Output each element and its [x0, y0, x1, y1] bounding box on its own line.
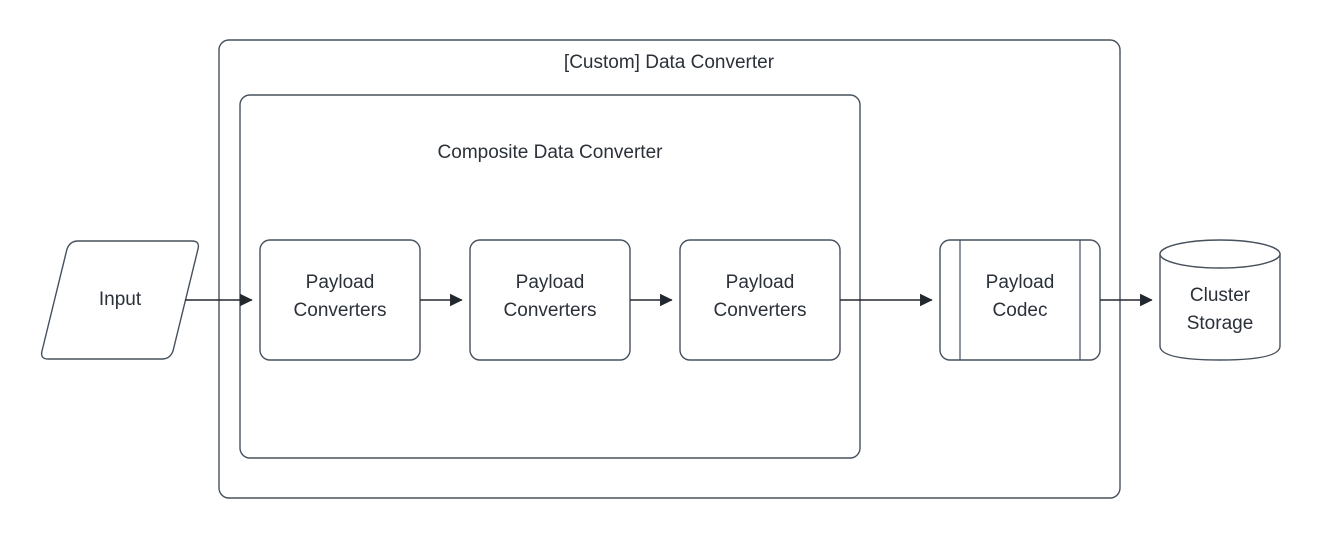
node-payload-converters-3[interactable]: Payload Converters	[679, 239, 841, 361]
payload-converters-3-label-line2: Converters	[714, 300, 807, 321]
container-composite-data-converter[interactable]: Composite Data Converter	[239, 94, 861, 459]
node-cluster-storage[interactable]: Cluster Storage	[1159, 239, 1281, 361]
input-shape	[40, 240, 200, 360]
payload-codec-label-line1: Payload	[986, 272, 1055, 293]
container-custom-data-converter[interactable]: [Custom] Data Converter	[218, 39, 1121, 499]
cluster-storage-label-line1: Cluster	[1190, 285, 1251, 306]
input-label: Input	[99, 289, 142, 310]
node-input[interactable]: Input	[40, 240, 200, 360]
payload-converters-2-label-line1: Payload	[516, 272, 585, 293]
payload-converters-2-label-line2: Converters	[504, 300, 597, 321]
custom-data-converter-border	[218, 39, 1121, 499]
payload-converters-3-label-line1: Payload	[726, 272, 795, 293]
cluster-storage-label-line2: Storage	[1187, 313, 1254, 334]
payload-converters-1-label-line1: Payload	[306, 272, 375, 293]
node-payload-converters-1[interactable]: Payload Converters	[259, 239, 421, 361]
composite-data-converter-border	[239, 94, 861, 459]
node-payload-converters-2[interactable]: Payload Converters	[469, 239, 631, 361]
payload-converters-1-label-line2: Converters	[294, 300, 387, 321]
cluster-storage-top-ellipse	[1159, 239, 1281, 269]
payload-codec-label-line2: Codec	[993, 300, 1048, 321]
cluster-storage-body	[1159, 253, 1281, 361]
composite-data-converter-label: Composite Data Converter	[438, 142, 664, 163]
custom-data-converter-label: [Custom] Data Converter	[564, 52, 775, 73]
node-payload-codec[interactable]: Payload Codec	[939, 239, 1101, 361]
